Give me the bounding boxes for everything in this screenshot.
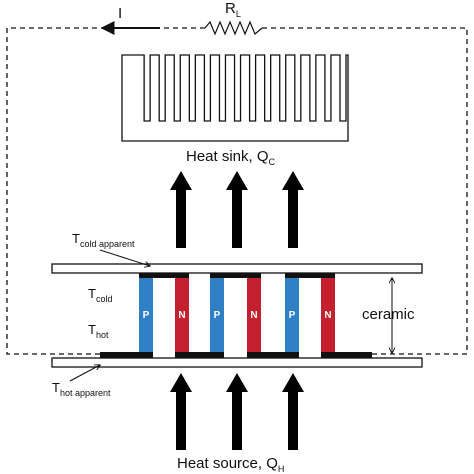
- resistor-label-subscript: L: [236, 9, 241, 19]
- heat-flow-arrow-icon: [170, 171, 192, 248]
- heat-sink-outline: [121, 54, 349, 142]
- top-ceramic-plate: [51, 263, 423, 274]
- bottom-conductor: [100, 352, 153, 358]
- p-type-leg: [210, 278, 224, 352]
- heat-sink-label: Heat sink, QC: [186, 148, 276, 167]
- leg-type-label: N: [250, 310, 257, 321]
- heat-sink: [121, 54, 349, 142]
- bottom-ceramic-plate: [51, 357, 423, 368]
- t-hot-apparent-sub: hot apparent: [60, 388, 111, 398]
- t-cold-apparent-label: Tcold apparent: [72, 231, 135, 249]
- heat-source-label-main: Heat source, Q: [177, 455, 278, 472]
- heat-source-label-subscript: H: [278, 464, 285, 474]
- bottom-conductor: [247, 352, 299, 358]
- heat-flow-arrow-icon: [226, 373, 248, 450]
- resistor-label-main: R: [225, 0, 236, 17]
- t-cold-apparent-pointer-icon: [99, 249, 150, 266]
- p-type-leg: [139, 278, 153, 352]
- t-hot-apparent-pointer-icon: [69, 365, 100, 382]
- resistor-label: RL: [225, 0, 241, 19]
- heat-out-arrows: [170, 171, 304, 248]
- n-type-leg: [175, 278, 189, 352]
- leg-type-label: P: [289, 310, 296, 321]
- top-conductor: [210, 273, 261, 278]
- current-indicator: I: [100, 5, 160, 35]
- t-cold-label: Tcold: [88, 286, 112, 304]
- heat-flow-arrow-icon: [170, 373, 192, 450]
- resistor-icon: [204, 20, 263, 36]
- t-hot-sub: hot: [96, 330, 109, 340]
- ceramic-dimension: ceramic: [362, 278, 415, 353]
- t-hot-apparent-main: T: [52, 380, 60, 395]
- heat-flow-arrow-icon: [282, 171, 304, 248]
- current-label: I: [118, 5, 122, 22]
- leg-type-label: N: [178, 310, 185, 321]
- t-cold-sub: cold: [96, 294, 113, 304]
- heat-flow-arrow-icon: [282, 373, 304, 450]
- heat-source-label: Heat source, QH: [177, 455, 284, 474]
- heat-in-arrows: [170, 373, 304, 450]
- p-type-leg: [285, 278, 299, 352]
- heat-sink-label-subscript: C: [269, 157, 276, 167]
- heat-sink-label-main: Heat sink, Q: [186, 148, 269, 165]
- t-hot-label: Thot: [88, 322, 109, 340]
- leg-type-label: P: [143, 310, 150, 321]
- load-resistor: RL: [204, 0, 263, 36]
- t-hot-main: T: [88, 322, 96, 337]
- bottom-conductor: [321, 352, 372, 358]
- t-cold-main: T: [88, 286, 96, 301]
- n-type-leg: [247, 278, 261, 352]
- heat-flow-arrow-icon: [226, 171, 248, 248]
- bottom-conductor: [175, 352, 224, 358]
- t-cold-apparent-sub: cold apparent: [80, 239, 135, 249]
- t-hot-apparent-label: Thot apparent: [52, 380, 111, 398]
- top-conductor: [285, 273, 335, 278]
- n-type-leg: [321, 278, 335, 352]
- t-cold-apparent-main: T: [72, 231, 80, 246]
- leg-type-label: N: [324, 310, 331, 321]
- leg-type-label: P: [214, 310, 221, 321]
- ceramic-label: ceramic: [362, 306, 415, 323]
- top-conductor: [139, 273, 189, 278]
